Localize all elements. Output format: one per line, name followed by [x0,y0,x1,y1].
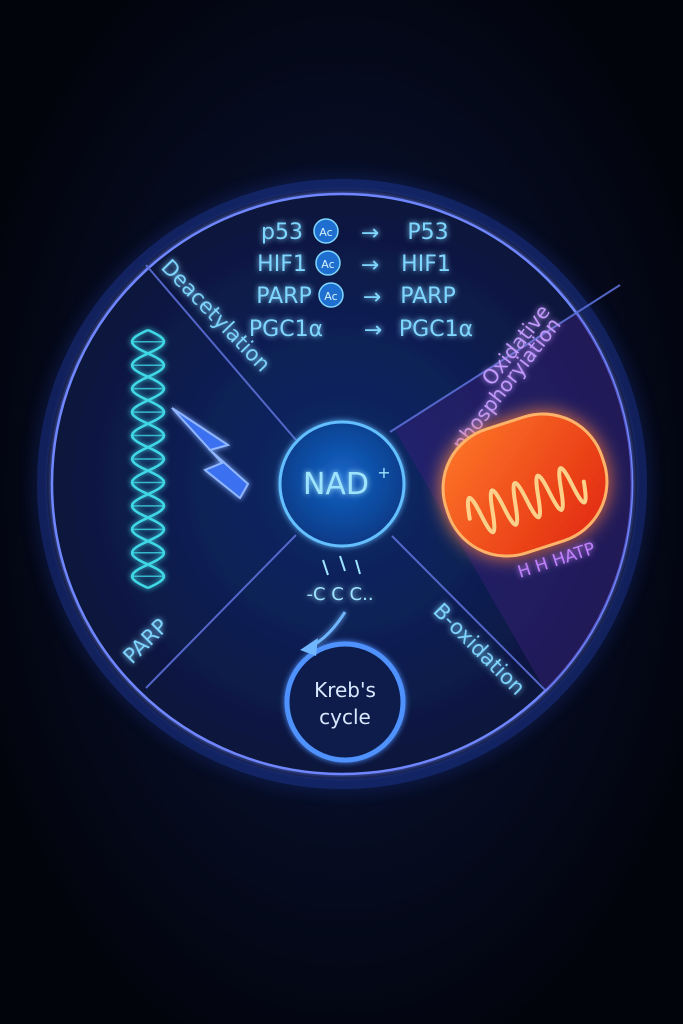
acetyl-badge-text: Ac [319,226,332,239]
reaction-from: PARP [256,284,311,309]
krebs-label-line2: cycle [319,705,371,729]
sector-dividers [145,264,621,691]
acetyl-badge [315,250,341,276]
reaction-to: HIF1 [401,252,451,277]
nad-superscript: + [377,463,390,482]
reaction-to: PARP [400,284,455,309]
acetyl-badge [318,282,344,308]
nad-label: NAD [303,467,369,502]
outer-halo [37,179,647,789]
mitochondrion-icon [441,412,609,558]
carbon-chain-label: -C C C.. [306,584,373,605]
reaction-to: P53 [407,220,448,245]
reaction-row: PARP Ac → PARP [256,282,456,310]
reaction-arrow: → [364,318,382,343]
nad-center-node [278,420,406,548]
reaction-row: p53 Ac → P53 [261,218,449,246]
lightning-bolt-icon [171,407,250,500]
carbon-chain-bonds [322,555,361,576]
reaction-arrow: → [361,253,379,278]
deacetylation-reactions: p53 Ac → P53 HIF1 Ac → HIF1 PARP Ac → PA… [249,218,473,343]
reaction-from: HIF1 [257,252,307,277]
acetyl-badge [313,218,339,244]
reaction-arrow: → [361,221,379,246]
krebs-cycle-ring [284,641,406,763]
reaction-from: p53 [261,220,303,245]
acetyl-badge-text: Ac [321,258,334,271]
reaction-row: PGC1α → PGC1α [249,317,473,343]
dna-helix-icon [130,328,166,590]
reaction-arrow: → [363,285,381,310]
reaction-to: PGC1α [399,317,473,342]
acetyl-badge-text: Ac [324,290,337,303]
reaction-from: PGC1α [249,317,323,342]
reaction-row: HIF1 Ac → HIF1 [257,250,451,278]
krebs-label-line1: Kreb's [314,678,376,702]
arrow-head-icon [300,638,318,656]
